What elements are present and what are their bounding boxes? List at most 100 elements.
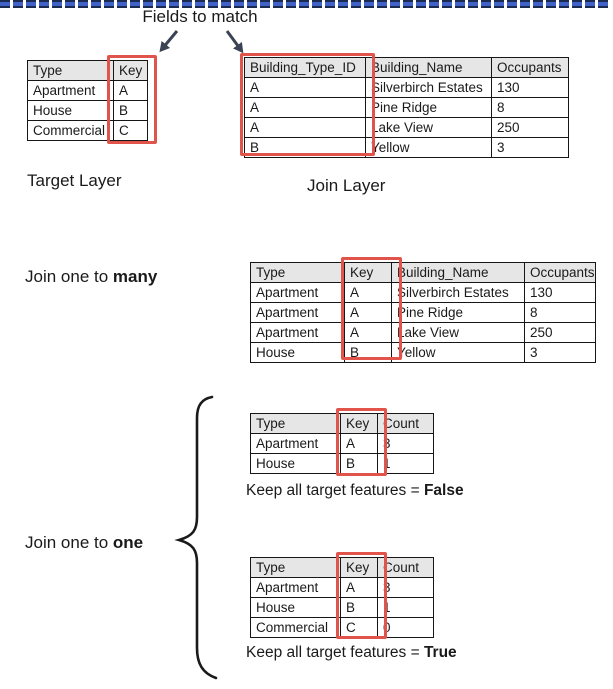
table-header-row: Type Key Count bbox=[250, 413, 434, 434]
cell: Lake View bbox=[391, 322, 525, 343]
cell: 0 bbox=[377, 617, 434, 638]
table-row: House B Yellow 3 bbox=[250, 342, 596, 363]
table-row: House B 1 bbox=[250, 597, 434, 618]
cell: 8 bbox=[491, 97, 569, 118]
label-bold-text: many bbox=[112, 267, 158, 286]
cell: A bbox=[344, 322, 392, 343]
table-row: Commercial C 0 bbox=[250, 617, 434, 638]
table-header-row: Building_Type_ID Building_Name Occupants bbox=[244, 57, 569, 78]
cell: A bbox=[244, 97, 366, 118]
table-header-row: Type Key bbox=[27, 60, 148, 81]
cell: House bbox=[250, 453, 341, 474]
header-cell: Key bbox=[340, 557, 378, 578]
table-row: Apartment A Lake View 250 bbox=[250, 322, 596, 343]
caption-bold-text: False bbox=[423, 482, 464, 499]
cell: A bbox=[244, 77, 366, 98]
label-text: Join one to bbox=[25, 533, 113, 552]
header-cell: Key bbox=[344, 262, 392, 283]
arrow-down-right-icon bbox=[225, 30, 244, 54]
keep-false-caption: Keep all target features = False bbox=[246, 482, 464, 500]
cell: 130 bbox=[491, 77, 569, 98]
cell: 1 bbox=[377, 453, 434, 474]
table-row: House B 1 bbox=[250, 453, 434, 474]
cell: 8 bbox=[524, 302, 596, 323]
join-one-to-many-label: Join one to many bbox=[25, 267, 157, 287]
cell: Apartment bbox=[250, 282, 345, 303]
cell: B bbox=[113, 100, 148, 121]
keep-true-caption: Keep all target features = True bbox=[246, 644, 457, 662]
cell: A bbox=[113, 80, 148, 101]
cell: 130 bbox=[524, 282, 596, 303]
table-row: Apartment A 3 bbox=[250, 577, 434, 598]
table-header-row: Type Key Count bbox=[250, 557, 434, 578]
cell: Apartment bbox=[27, 80, 114, 101]
cell: Lake View bbox=[365, 117, 492, 138]
cell: 1 bbox=[377, 597, 434, 618]
cell: B bbox=[340, 597, 378, 618]
table-row: House B bbox=[27, 100, 148, 121]
cell: Apartment bbox=[250, 433, 341, 454]
header-cell: Building_Name bbox=[365, 57, 492, 78]
caption-text: Keep all target features = bbox=[246, 482, 424, 499]
table-row: B Yellow 3 bbox=[244, 137, 569, 158]
join-layer-label: Join Layer bbox=[307, 176, 386, 195]
table-row: A Pine Ridge 8 bbox=[244, 97, 569, 118]
cell: 250 bbox=[491, 117, 569, 138]
cell: A bbox=[340, 577, 378, 598]
cell: Commercial bbox=[27, 120, 114, 141]
caption-bold-text: True bbox=[423, 644, 457, 661]
cell: A bbox=[344, 282, 392, 303]
cell: 3 bbox=[377, 577, 434, 598]
cell: Silverbirch Estates bbox=[365, 77, 492, 98]
cell: A bbox=[344, 302, 392, 323]
cell: Pine Ridge bbox=[391, 302, 525, 323]
label-bold-text: one bbox=[112, 533, 144, 552]
header-cell: Building_Type_ID bbox=[244, 57, 366, 78]
cell: B bbox=[344, 342, 392, 363]
cell: C bbox=[340, 617, 378, 638]
table-row: Apartment A Pine Ridge 8 bbox=[250, 302, 596, 323]
join-layer-table: Building_Type_ID Building_Name Occupants… bbox=[244, 57, 569, 158]
cell: House bbox=[250, 342, 345, 363]
table-row: Apartment A bbox=[27, 80, 148, 101]
target-layer-table: Type Key Apartment A House B Commercial … bbox=[27, 60, 148, 141]
cell: 3 bbox=[491, 137, 569, 158]
table-row: Apartment A 3 bbox=[250, 433, 434, 454]
cell: A bbox=[244, 117, 366, 138]
header-cell: Key bbox=[340, 413, 378, 434]
header-cell: Key bbox=[113, 60, 148, 81]
label-text: Join one to bbox=[25, 267, 113, 286]
target-layer-label: Target Layer bbox=[27, 171, 122, 190]
header-cell: Count bbox=[377, 413, 434, 434]
caption-text: Keep all target features = bbox=[246, 644, 424, 661]
one-to-one-true-table: Type Key Count Apartment A 3 House B 1 C… bbox=[250, 557, 434, 638]
header-cell: Type bbox=[250, 413, 341, 434]
table-header-row: Type Key Building_Name Occupants bbox=[250, 262, 596, 283]
cell: C bbox=[113, 120, 148, 141]
table-row: Apartment A Silverbirch Estates 130 bbox=[250, 282, 596, 303]
header-cell: Occupants bbox=[491, 57, 569, 78]
header-cell: Occupants bbox=[524, 262, 596, 283]
table-row: Commercial C bbox=[27, 120, 148, 141]
cell: Silverbirch Estates bbox=[391, 282, 525, 303]
join-one-to-many-table: Type Key Building_Name Occupants Apartme… bbox=[250, 262, 596, 363]
cell: B bbox=[340, 453, 378, 474]
cell: Pine Ridge bbox=[365, 97, 492, 118]
arrow-down-left-icon bbox=[159, 30, 179, 53]
cell: Yellow bbox=[391, 342, 525, 363]
header-cell: Building_Name bbox=[391, 262, 525, 283]
cell: 250 bbox=[524, 322, 596, 343]
cell: 3 bbox=[524, 342, 596, 363]
header-cell: Type bbox=[27, 60, 114, 81]
cell: Commercial bbox=[250, 617, 341, 638]
table-row: A Lake View 250 bbox=[244, 117, 569, 138]
cell: A bbox=[340, 433, 378, 454]
cell: B bbox=[244, 137, 366, 158]
cell: Apartment bbox=[250, 577, 341, 598]
header-cell: Count bbox=[377, 557, 434, 578]
header-cell: Type bbox=[250, 557, 341, 578]
fields-to-match-label: Fields to match bbox=[142, 7, 258, 26]
cell: Apartment bbox=[250, 322, 345, 343]
curly-brace-icon bbox=[174, 395, 218, 680]
